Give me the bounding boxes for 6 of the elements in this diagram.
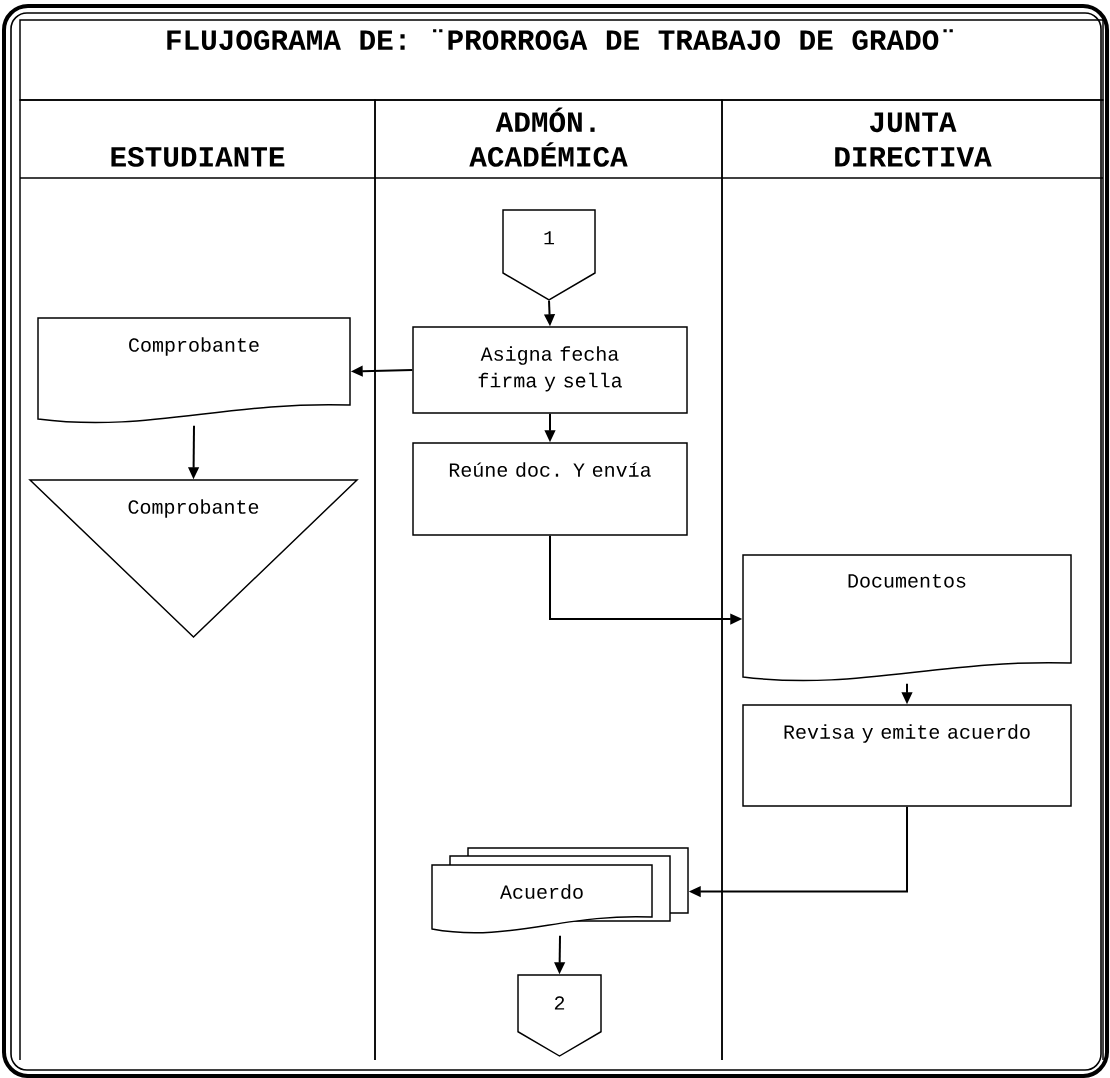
title-row: FLUJOGRAMA DE: ¨PRORROGA DE TRABAJO DE GRADO¨ xyxy=(19,19,1104,101)
off-page-connector: 2 xyxy=(517,974,602,1057)
process-box: Reúne doc. Y envía xyxy=(412,442,688,536)
process-box: Revisa y emite acuerdo xyxy=(742,704,1072,807)
off-page-connector: 1 xyxy=(502,209,596,301)
process-box: Asigna fecha firma y sella xyxy=(412,326,688,414)
